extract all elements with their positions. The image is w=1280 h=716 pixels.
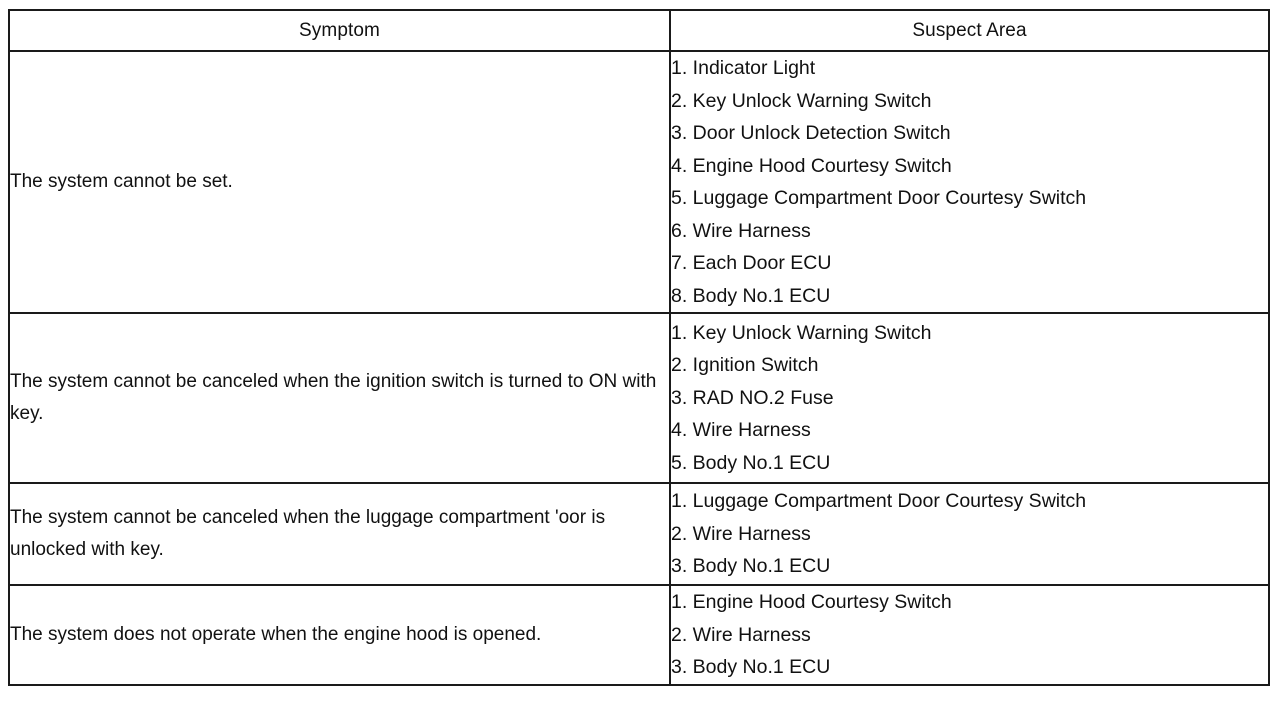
suspect-area-cell: 1. Engine Hood Courtesy Switch 2. Wire H… [669, 584, 1270, 686]
symptom-column-header: Symptom [8, 9, 671, 52]
suspect-item: 3. Body No.1 ECU [671, 555, 831, 578]
suspect-list: 1. Engine Hood Courtesy Switch 2. Wire H… [671, 586, 1268, 684]
suspect-item: 3. RAD NO.2 Fuse [671, 386, 834, 409]
suspect-area-column-header: Suspect Area [669, 9, 1270, 52]
suspect-item: 6. Wire Harness [671, 219, 811, 242]
symptom-cell: The system does not operate when the eng… [8, 584, 671, 686]
suspect-item: 3. Door Unlock Detection Switch [671, 122, 951, 144]
table-row: The system cannot be canceled when the i… [8, 312, 1270, 484]
suspect-item: 2. Wire Harness [671, 623, 811, 646]
symptom-cell: The system cannot be set. [8, 50, 671, 314]
suspect-item: 2. Ignition Switch [671, 354, 819, 377]
header-row: Symptom Suspect Area [8, 9, 1270, 52]
table-row: The system does not operate when the eng… [8, 584, 1270, 686]
suspect-item: 5. Luggage Compartment Door Courtesy Swi… [671, 187, 1087, 209]
suspect-list: 1. Luggage Compartment Door Courtesy Swi… [671, 485, 1268, 583]
suspect-item: 1. Engine Hood Courtesy Switch [671, 591, 952, 613]
suspect-area-cell: 1. Luggage Compartment Door Courtesy Swi… [669, 482, 1270, 586]
suspect-item: 1. Luggage Compartment Door Courtesy Swi… [671, 490, 1087, 513]
suspect-item: 3. Body No.1 ECU [671, 656, 831, 678]
symptom-cell: The system cannot be canceled when the l… [8, 482, 671, 586]
suspect-item: 2. Key Unlock Warning Switch [671, 89, 932, 112]
suspect-area-cell: 1. Indicator Light 2. Key Unlock Warning… [669, 50, 1270, 314]
suspect-item: 4. Engine Hood Courtesy Switch [671, 154, 952, 177]
suspect-item: 1. Key Unlock Warning Switch [671, 321, 932, 344]
suspect-item: 5. Body No.1 ECU [671, 451, 831, 474]
suspect-item: 8. Body No.1 ECU [671, 284, 831, 307]
suspect-item: 1. Indicator Light [671, 57, 816, 79]
table-row: The system cannot be set. 1. Indicator L… [8, 50, 1270, 314]
table-row: The system cannot be canceled when the l… [8, 482, 1270, 586]
troubleshooting-table: Symptom Suspect Area The system cannot b… [8, 9, 1270, 686]
suspect-list: 1. Indicator Light 2. Key Unlock Warning… [671, 52, 1268, 312]
suspect-area-cell: 1. Key Unlock Warning Switch 2. Ignition… [669, 312, 1270, 484]
suspect-item: 4. Wire Harness [671, 419, 811, 442]
suspect-list: 1. Key Unlock Warning Switch 2. Ignition… [671, 317, 1268, 480]
symptom-cell: The system cannot be canceled when the i… [8, 312, 671, 484]
suspect-item: 2. Wire Harness [671, 522, 811, 545]
suspect-item: 7. Each Door ECU [671, 252, 832, 274]
